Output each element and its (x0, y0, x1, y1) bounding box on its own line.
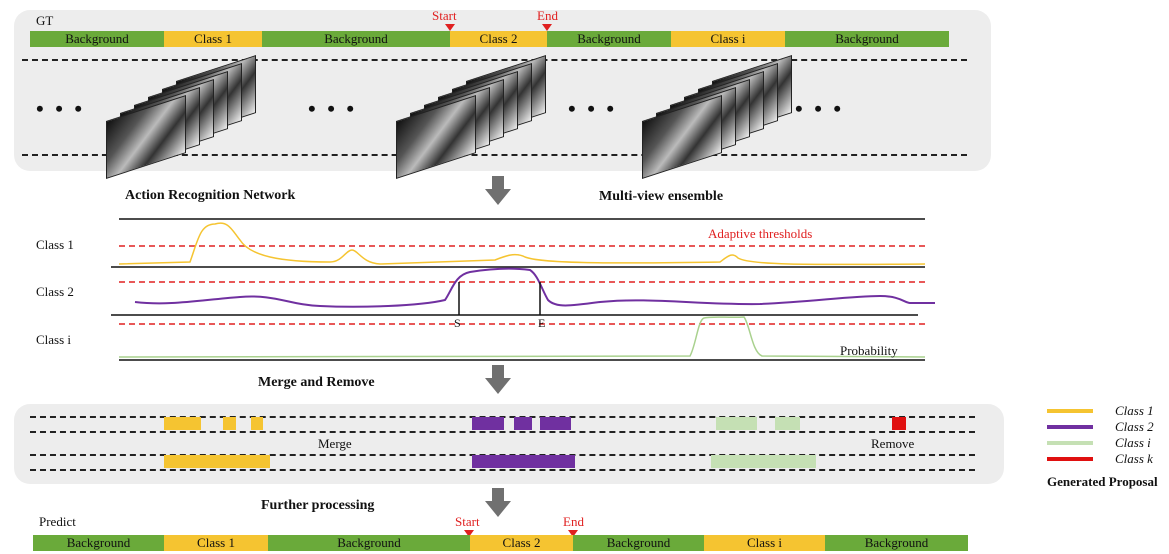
legend-swatch-class-k (1047, 457, 1093, 461)
predict-label: Predict (39, 514, 76, 529)
gt-segment-background: Background (262, 31, 450, 47)
gt-end-label: End (537, 8, 558, 23)
frames-bottom-dashed-line (22, 154, 967, 156)
predict-start-marker (464, 530, 474, 537)
ellipsis: • • • (568, 96, 618, 121)
merged-class-2 (472, 455, 575, 468)
class-1-row-label: Class 1 (36, 237, 74, 252)
gt-segment-class-2: Class 2 (450, 31, 547, 47)
merged-class-1 (164, 455, 270, 468)
predict-segment-class-1: Class 1 (164, 535, 268, 551)
proposal-class-i (775, 417, 800, 430)
further-processing-label: Further processing (261, 498, 375, 513)
legend-swatch-class-1 (1047, 409, 1093, 413)
legend-label-class-1: Class 1 (1115, 403, 1154, 418)
gt-segment-class-1: Class 1 (164, 31, 262, 47)
legend-label-class-i: Class i (1115, 435, 1151, 450)
class-i-curve (118, 316, 926, 358)
multi-view-ensemble-label: Multi-view ensemble (599, 189, 724, 204)
down-arrow-icon (485, 488, 511, 517)
merge-label: Merge (318, 436, 352, 451)
legend-swatch-class-i (1047, 441, 1093, 445)
gt-label: GT (36, 13, 54, 28)
predict-timeline-bar: Background Class 1 Background Class 2 Ba… (33, 535, 968, 551)
proposal-class-k (892, 417, 906, 430)
proposal-dashed-line (30, 431, 975, 433)
down-arrow-icon (485, 176, 511, 205)
s-label: S (454, 316, 461, 330)
gt-end-marker (542, 24, 552, 31)
gt-segment-background: Background (547, 31, 671, 47)
legend-label-class-k: Class k (1115, 451, 1153, 466)
down-arrow-icon (485, 365, 511, 394)
legend-label-class-2: Class 2 (1115, 419, 1154, 434)
predict-segment-class-2: Class 2 (470, 535, 573, 551)
merge-and-remove-label: Merge and Remove (258, 375, 375, 390)
frames-top-dashed-line (22, 59, 967, 61)
proposal-class-2 (472, 417, 504, 430)
action-recognition-label: Action Recognition Network (125, 188, 296, 203)
remove-label: Remove (871, 436, 915, 451)
legend-title: Generated Proposal (1047, 474, 1158, 489)
class-2-row-label: Class 2 (36, 284, 74, 299)
predict-start-label: Start (455, 514, 480, 529)
legend-swatch-class-2 (1047, 425, 1093, 429)
predict-segment-background: Background (268, 535, 470, 551)
gt-timeline-bar: Background Class 1 Background Class 2 Ba… (30, 31, 949, 47)
gt-segment-background: Background (785, 31, 949, 47)
predict-segment-class-i: Class i (704, 535, 825, 551)
predict-end-label: End (563, 514, 584, 529)
proposal-class-1 (251, 417, 263, 430)
gt-segment-class-i: Class i (671, 31, 785, 47)
probability-label: Probability (840, 343, 898, 358)
proposal-class-i (716, 417, 757, 430)
ellipsis: • • • (308, 96, 358, 121)
predict-segment-background: Background (825, 535, 968, 551)
ellipsis: • • • (36, 96, 86, 121)
proposal-class-2 (540, 417, 571, 430)
predict-segment-background: Background (573, 535, 704, 551)
e-label: E (538, 316, 546, 330)
proposal-class-1 (223, 417, 236, 430)
adaptive-thresholds-label: Adaptive thresholds (708, 226, 813, 241)
proposal-class-1 (164, 417, 201, 430)
merged-dashed-line (30, 469, 975, 471)
gt-segment-background: Background (30, 31, 164, 47)
gt-start-marker (445, 24, 455, 31)
gt-start-label: Start (432, 8, 457, 23)
ellipsis: • • • (795, 96, 845, 121)
merged-class-i (711, 455, 816, 468)
class-2-curve (134, 267, 935, 308)
class-i-row-label: Class i (36, 332, 72, 347)
predict-end-marker (568, 530, 578, 537)
class-1-curve (118, 222, 926, 266)
proposal-class-2 (514, 417, 532, 430)
predict-segment-background: Background (33, 535, 164, 551)
